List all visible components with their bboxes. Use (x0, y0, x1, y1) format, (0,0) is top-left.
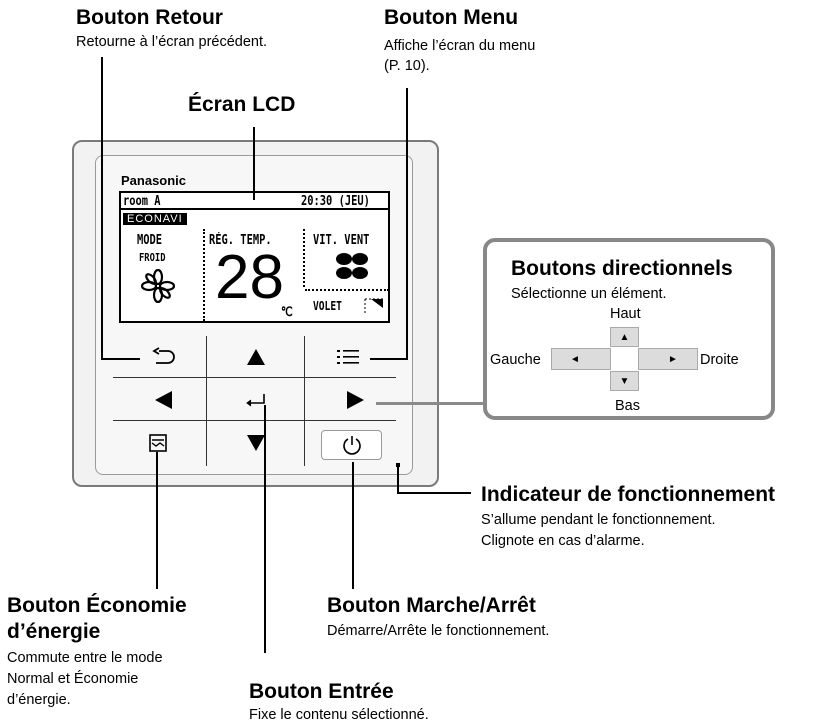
power-icon (342, 436, 361, 455)
lcd-time: 20:30 (JEU) (301, 194, 370, 209)
economy-desc-2: Normal et Économie (7, 671, 139, 687)
grid-line-v2 (304, 336, 305, 466)
brand-logo: Panasonic (121, 173, 187, 188)
menu-list-icon (337, 350, 359, 364)
indicator-desc-1: S’allume pendant le fonctionnement. (481, 512, 716, 528)
enter-leader (264, 405, 266, 653)
energy-saving-button[interactable] (128, 428, 188, 458)
enter-desc: Fixe le contenu sélectionné. (249, 707, 429, 723)
down-triangle-icon (247, 435, 265, 451)
onoff-title: Bouton Marche/Arrêt (327, 594, 536, 617)
back-button[interactable] (134, 342, 194, 372)
directional-callout (483, 238, 775, 420)
lcd-temp-label: RÉG. TEMP. (209, 233, 272, 248)
diagram-down-key: ▼ (610, 371, 639, 391)
lcd-screen: room A 20:30 (JEU) ECONAVI MODE FROID RÉ… (119, 191, 390, 323)
economy-title-2: d’énergie (7, 620, 101, 643)
diagram-left-key: ◄ (551, 348, 611, 370)
energy-saving-icon (149, 434, 167, 452)
up-triangle-icon (247, 349, 265, 365)
fan-icon (336, 253, 368, 279)
power-button[interactable] (321, 430, 382, 460)
right-triangle-icon (347, 391, 364, 409)
direction-right-label: Droite (700, 352, 739, 368)
lcd-mode-value: FROID (139, 251, 166, 264)
lcd-mode-label: MODE (137, 233, 163, 248)
menu-button[interactable] (319, 342, 379, 372)
grid-line-h2 (113, 420, 396, 421)
lcd-louver-label: VOLET (313, 299, 342, 313)
back-arrow-icon (152, 347, 175, 364)
menu-button-title: Bouton Menu (384, 6, 519, 29)
directional-desc: Sélectionne un élément. (511, 286, 667, 302)
direction-up-label: Haut (610, 306, 641, 322)
directional-leader (376, 402, 485, 405)
menu-button-desc-2: (P. 10). (384, 58, 430, 74)
enter-title: Bouton Entrée (249, 680, 394, 703)
lcd-temp-unit: ℃ (281, 305, 293, 320)
operation-indicator-light (396, 463, 400, 467)
diagram-right-key: ► (638, 348, 698, 370)
diagram-center-key (611, 347, 638, 371)
back-button-title: Bouton Retour (76, 6, 223, 29)
grid-line-h1 (113, 377, 396, 378)
directional-title: Boutons directionnels (511, 257, 733, 280)
onoff-leader (352, 462, 354, 589)
grid-line-v1 (206, 336, 207, 466)
direction-down-label: Bas (615, 398, 640, 414)
direction-left-label: Gauche (490, 352, 541, 368)
economy-desc-3: d’énergie. (7, 692, 71, 708)
economy-title-1: Bouton Économie (7, 594, 187, 617)
indicator-desc-2: Clignote en cas d’alarme. (481, 533, 645, 549)
louver-icon (364, 298, 383, 314)
lcd-leader (253, 127, 255, 200)
indicator-title: Indicateur de fonctionnement (481, 483, 776, 506)
onoff-desc: Démarre/Arrête le fonctionnement. (327, 623, 550, 639)
lcd-temp-value: 28 (215, 243, 284, 312)
economy-leader (156, 452, 158, 589)
left-button[interactable] (134, 385, 194, 415)
snowflake-icon (141, 269, 175, 303)
lcd-title: Écran LCD (188, 93, 296, 116)
lcd-divider-1 (203, 229, 205, 321)
lcd-room: room A (123, 194, 161, 209)
back-button-desc: Retourne à l’écran précédent. (76, 34, 268, 50)
indicator-leader-h (397, 492, 471, 494)
down-button[interactable] (226, 428, 286, 458)
lcd-divider-3 (305, 289, 389, 291)
back-leader-v (101, 57, 103, 360)
enter-button[interactable] (226, 385, 286, 415)
menu-button-desc-1: Affiche l’écran du menu (384, 38, 536, 54)
indicator-leader-v (397, 467, 399, 494)
left-triangle-icon (155, 391, 172, 409)
diagram-up-key: ▲ (610, 327, 639, 347)
menu-leader-h (370, 358, 408, 360)
enter-icon (246, 394, 265, 407)
economy-desc-1: Commute entre le mode (7, 650, 163, 666)
menu-leader-v (406, 88, 408, 360)
lcd-top-row (121, 193, 388, 210)
lcd-econavi-badge: ECONAVI (123, 213, 187, 225)
lcd-fan-label: VIT. VENT (313, 233, 370, 248)
up-button[interactable] (226, 342, 286, 372)
lcd-divider-2 (303, 229, 305, 287)
back-leader-h (101, 358, 140, 360)
right-button[interactable] (325, 385, 385, 415)
